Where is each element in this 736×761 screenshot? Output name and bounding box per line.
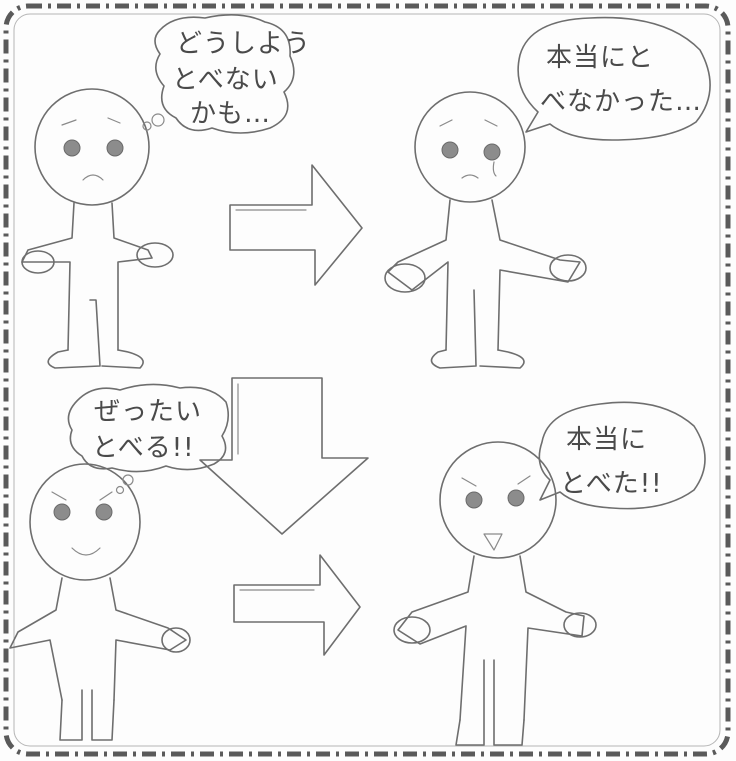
thought-text-line1: ぜったい	[94, 397, 202, 427]
thought-text-line3: かも…	[190, 99, 271, 129]
thought-bubble-top-left: どうしよう とべない かも…	[142, 14, 311, 134]
thought-text-line1: どうしよう	[176, 29, 311, 59]
thought-text-line2: とべない	[172, 65, 279, 95]
speech-text-line1: 本当に	[566, 425, 647, 455]
eye	[507, 489, 525, 507]
speech-text-line2: べなかった…	[540, 87, 702, 117]
figure-bottom-right-happy	[393, 441, 597, 746]
arrow-right-icon	[233, 554, 361, 656]
speech-bubble-bottom-right: 本当に とべた!!	[538, 401, 706, 510]
eye	[63, 139, 81, 157]
eye	[95, 503, 113, 521]
thought-bubble-bottom-left: ぜったい とべる!!	[67, 383, 230, 495]
figure-top-right-sad	[384, 91, 587, 369]
figure-bottom-left-determined	[9, 463, 191, 741]
speech-text-line1: 本当にと	[546, 43, 654, 73]
dashed-border-frame	[3, 3, 731, 757]
thought-text-line2: とべる!!	[92, 433, 195, 463]
eye	[441, 141, 459, 159]
eye	[465, 491, 483, 509]
tear	[492, 161, 497, 177]
speech-text-line2: とべた!!	[560, 469, 663, 499]
eye	[483, 143, 501, 161]
eye	[106, 139, 124, 157]
figure-top-left-worried	[21, 88, 174, 369]
arrow-down-icon	[199, 377, 369, 535]
speech-bubble-top-right: 本当にと べなかった…	[517, 16, 711, 141]
eye	[53, 503, 71, 521]
arrow-right-icon	[229, 164, 363, 286]
